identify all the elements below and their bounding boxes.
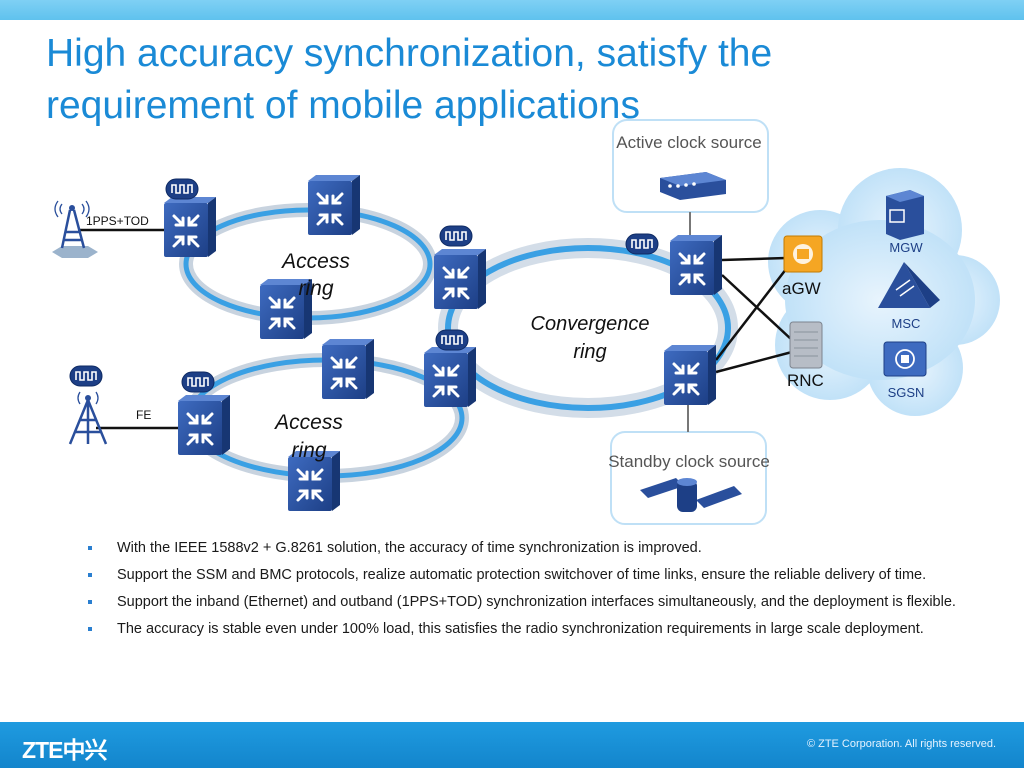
feature-bullet-list: With the IEEE 1588v2 + G.8261 solution, … [88, 536, 968, 644]
sgsn-label: SGSN [888, 385, 925, 400]
base-station-icon [68, 391, 108, 445]
clock-signal-icon [439, 225, 473, 247]
convergence-ring-label-line-2: ring [573, 341, 606, 363]
rnc-server-icon [789, 321, 823, 369]
clock-signal-icon [69, 365, 103, 387]
clock-signal-icon [625, 233, 659, 255]
router-icon [176, 393, 232, 457]
clock-signal-icon [435, 329, 469, 351]
slide-title: High accuracy synchronization, satisfy t… [46, 28, 946, 132]
router-icon [306, 173, 362, 237]
bullet-item: The accuracy is stable even under 100% l… [88, 617, 968, 641]
msc-icon [878, 262, 940, 308]
router-icon [432, 247, 488, 311]
bullet-item: Support the inband (Ethernet) and outban… [88, 590, 968, 614]
access-ring-1-label-line-1: Access [280, 250, 350, 273]
access-ring-2-label-line-1: Access [273, 411, 343, 434]
network-diagram: Active clock source Standby clock source… [52, 119, 1000, 525]
bullet-item: Support the SSM and BMC protocols, reali… [88, 563, 968, 587]
router-icon [668, 233, 724, 297]
agw-label: aGW [782, 279, 821, 298]
base-station-icon [52, 200, 98, 258]
access-ring-1-label-line-2: ring [298, 277, 333, 300]
rnc-label: RNC [787, 371, 824, 390]
router-icon [162, 195, 218, 259]
slide-title-line-2: requirement of mobile applications [46, 84, 640, 127]
router-icon [422, 345, 478, 409]
top-accent-bar [0, 0, 1024, 20]
clock-signal-icon [181, 371, 215, 393]
router-icon [662, 343, 718, 407]
link-fe-label: FE [136, 408, 151, 422]
agw-icon [783, 235, 823, 273]
copyright-text: © ZTE Corporation. All rights reserved. [806, 738, 996, 750]
convergence-ring-label-line-1: Convergence [531, 313, 650, 335]
access-ring-2-label-line-2: ring [291, 439, 326, 462]
link-1pps-tod-label: 1PPS+TOD [86, 214, 149, 228]
footer-bar [0, 722, 1024, 768]
mgw-label: MGW [889, 240, 923, 255]
msc-label: MSC [892, 316, 921, 331]
active-clock-label: Active clock source [616, 133, 762, 152]
zte-logo: ZTE中兴 [22, 737, 107, 763]
router-icon [320, 337, 376, 401]
clock-server-icon [660, 172, 726, 200]
satellite-icon [640, 478, 742, 512]
bullet-item: With the IEEE 1588v2 + G.8261 solution, … [88, 536, 968, 560]
standby-clock-label: Standby clock source [608, 452, 770, 471]
clock-signal-icon [165, 178, 199, 200]
sgsn-icon [883, 341, 927, 377]
slide-title-line-1: High accuracy synchronization, satisfy t… [46, 32, 773, 75]
core-links [715, 256, 793, 374]
mgw-icon [886, 190, 924, 240]
convergence-ring [445, 245, 731, 411]
